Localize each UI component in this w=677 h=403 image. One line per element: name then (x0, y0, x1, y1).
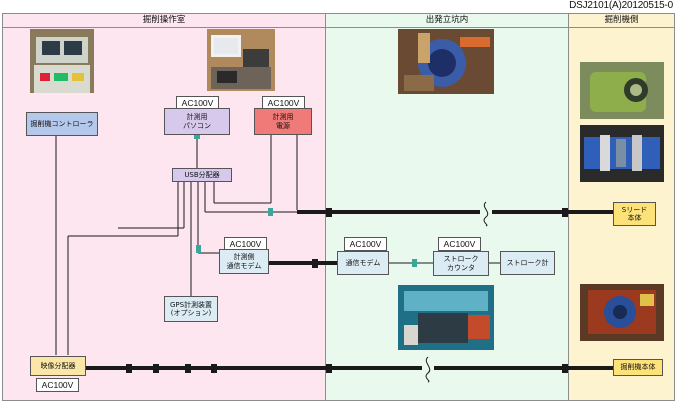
control-console-photo (30, 29, 94, 93)
measurement-side-modem: 計測側 通信モデム (219, 249, 269, 274)
teal-connectors (194, 134, 417, 267)
video-power-label: AC100V (36, 378, 79, 392)
shaft-machine-photo (398, 285, 494, 350)
excavator-body: 掘削機本体 (613, 359, 663, 376)
shaft-entry-photo (398, 29, 494, 94)
cable-joints (126, 208, 568, 373)
stroke-meter: ストローク計 (500, 251, 555, 275)
document-id: DSJ2101(A)20120515-0 (569, 0, 673, 11)
pc-station-photo (207, 29, 275, 91)
gps-device: GPS計測装置 (オプション) (164, 296, 218, 322)
usb-hub: USB分配器 (172, 168, 232, 182)
s-lead-photo (580, 62, 664, 119)
s-lead-unit: Sリード 本体 (613, 202, 656, 226)
measurement-power-supply: 計測用 電源 (254, 108, 312, 135)
break-marks (425, 201, 489, 383)
machine-side-title: 掘削機側 (569, 14, 674, 28)
trunk-cables (86, 210, 615, 370)
video-splitter: 映像分配器 (30, 356, 86, 376)
machine-body-photo (580, 284, 664, 341)
cutter-head-photo (580, 125, 664, 182)
stroke-counter: ストローク カウンタ (433, 251, 489, 276)
signal-wires (55, 134, 501, 355)
control-room-title: 掘削操作室 (3, 14, 325, 28)
excavator-controller: 掘削機コントローラ (26, 112, 98, 136)
shaft-title: 出発立坑内 (326, 14, 568, 28)
measurement-pc: 計測用 パソコン (164, 108, 230, 135)
counter-power-label: AC100V (438, 237, 481, 251)
shaft-modem-power-label: AC100V (344, 237, 387, 251)
communication-modem: 通信モデム (337, 251, 389, 275)
